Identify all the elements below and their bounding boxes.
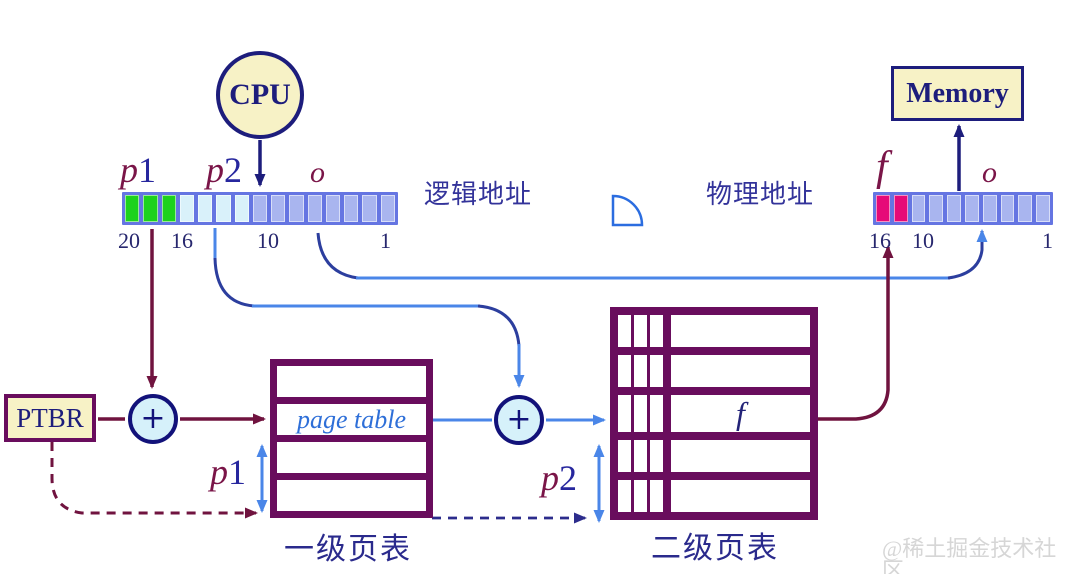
bit-cell-peri xyxy=(964,195,979,222)
level2-narrow-cell xyxy=(650,355,671,387)
level2-table-row xyxy=(618,315,810,347)
offset-to-physical-arrow xyxy=(947,229,988,280)
bit-cell-peri xyxy=(325,195,341,222)
level2-table-row xyxy=(618,480,810,512)
bit-cell-peri xyxy=(929,195,944,222)
watermark-text: @稀土掘金技术社区 xyxy=(882,536,1057,574)
level1-page-table: page table xyxy=(270,359,433,518)
level2-wide-cell xyxy=(671,440,810,472)
p1-index-label: p1 xyxy=(210,452,246,492)
level2-narrow-cell xyxy=(650,440,671,472)
p2-index-label: p2 xyxy=(541,458,577,498)
level2-narrow-cell xyxy=(618,395,634,432)
ptbr-label: PTBR xyxy=(16,402,84,433)
physical-bit-1: 1 xyxy=(1042,228,1053,253)
level2-narrow-cell xyxy=(650,480,671,512)
level2-table-caption: 二级页表 xyxy=(651,532,779,565)
bit-cell-peri xyxy=(982,195,997,222)
level2-narrow-cell xyxy=(634,440,650,472)
logical-bit-10: 10 xyxy=(257,228,279,253)
quarter-circle-shape xyxy=(611,194,644,227)
bit-cell-green xyxy=(125,195,140,222)
f-entry-to-physical-arrow xyxy=(818,245,894,421)
bit-cell-peri xyxy=(344,195,359,222)
bit-cell-peri xyxy=(1036,195,1050,222)
bit-cell-pale xyxy=(216,195,231,222)
level2-narrow-cell xyxy=(618,480,634,512)
adder1-plus-icon: + xyxy=(140,401,166,436)
adder2-plus-icon: + xyxy=(506,402,532,437)
bit-cell-green xyxy=(161,195,176,222)
level1-table-row xyxy=(277,442,426,473)
adder1-node: + xyxy=(128,394,178,444)
offset-curve-left xyxy=(316,232,359,280)
level2-narrow-cell xyxy=(618,315,634,347)
p2-curve-right xyxy=(477,304,521,347)
logical-address-caption: 逻辑地址 xyxy=(424,180,533,209)
bit-cell-peri xyxy=(380,195,395,222)
level1-table-caption: 一级页表 xyxy=(284,533,412,566)
level2-table-row: f xyxy=(618,395,810,432)
level2-page-table: f xyxy=(610,307,818,520)
memory-label: Memory xyxy=(906,77,1009,109)
bit-cell-peri xyxy=(947,195,961,222)
memory-node: Memory xyxy=(891,66,1024,121)
bit-cell-peri xyxy=(289,195,304,222)
bit-cell-pale xyxy=(179,195,195,222)
level2-narrow-cell xyxy=(618,440,634,472)
physical-field-o-label: o xyxy=(982,156,997,189)
bit-cell-peri xyxy=(252,195,268,222)
bit-cell-peri xyxy=(1000,195,1015,222)
bit-cell-crimson xyxy=(876,195,890,222)
physical-address-caption: 物理地址 xyxy=(706,180,815,209)
physical-field-f-label: f xyxy=(876,144,888,190)
physical-address-bar xyxy=(873,192,1053,225)
level2-narrow-cell xyxy=(634,315,650,347)
logical-bit-1: 1 xyxy=(380,228,391,253)
level2-wide-cell xyxy=(671,315,810,347)
bit-cell-peri xyxy=(271,195,286,222)
bit-cell-pale xyxy=(198,195,213,222)
bit-cell-green xyxy=(143,195,158,222)
ptbr-node: PTBR xyxy=(4,394,96,442)
level2-table-row xyxy=(618,440,810,472)
logical-bit-20: 20 xyxy=(118,228,140,253)
physical-bit-16: 16 xyxy=(869,228,891,253)
level2-narrow-cell xyxy=(634,395,650,432)
logical-field-p1-label: p1 xyxy=(120,150,156,190)
level2-wide-cell: f xyxy=(671,395,810,432)
level1-table-row xyxy=(277,480,426,511)
bit-cell-peri xyxy=(362,195,377,222)
level2-narrow-cell xyxy=(634,355,650,387)
p2-curve-left xyxy=(213,257,255,308)
level2-narrow-cell xyxy=(650,315,671,347)
level1-table-row xyxy=(277,366,426,397)
level2-wide-cell xyxy=(671,355,810,387)
adder2-node: + xyxy=(494,395,544,445)
level2-wide-cell xyxy=(671,480,810,512)
level1-table-row: page table xyxy=(277,404,426,435)
bit-cell-crimson xyxy=(893,195,908,222)
logical-field-p2-label: p2 xyxy=(206,150,242,190)
physical-bit-10: 10 xyxy=(912,228,934,253)
bit-cell-peri xyxy=(307,195,322,222)
level2-narrow-cell xyxy=(650,395,671,432)
logical-field-o-label: o xyxy=(310,156,325,189)
bit-cell-peri xyxy=(1018,195,1033,222)
level2-narrow-cell xyxy=(618,355,634,387)
logical-address-bar xyxy=(122,192,398,225)
level2-table-row xyxy=(618,355,810,387)
bit-cell-pale xyxy=(234,195,249,222)
cpu-label: CPU xyxy=(229,78,291,111)
page-table-entry-text: page table xyxy=(296,404,407,434)
bit-cell-peri xyxy=(911,195,926,222)
level2-narrow-cell xyxy=(634,480,650,512)
frame-entry-text: f xyxy=(736,395,745,431)
cpu-node: CPU xyxy=(216,51,304,139)
logical-bit-16: 16 xyxy=(171,228,193,253)
